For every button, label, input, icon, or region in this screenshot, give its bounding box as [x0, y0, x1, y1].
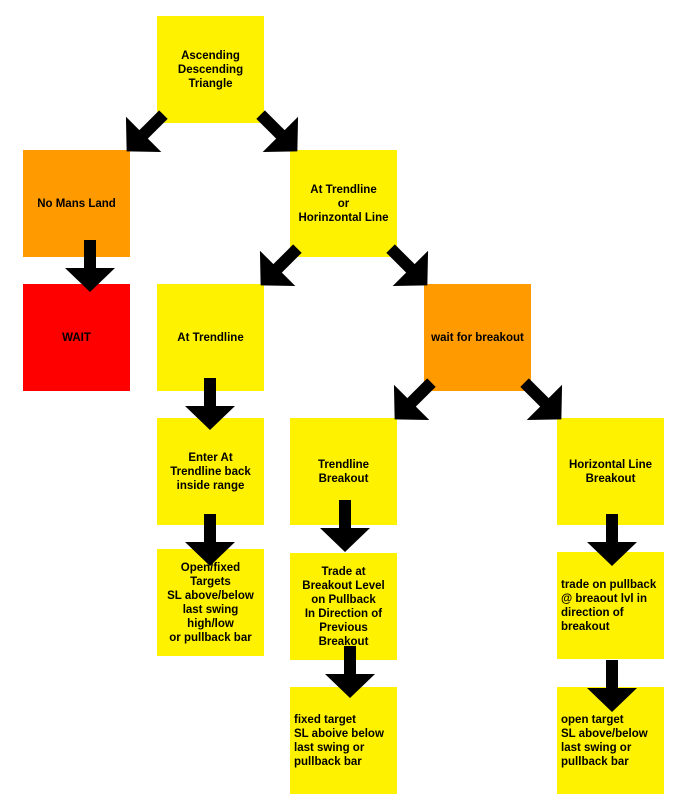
- node-wait-for-breakout: wait for breakout: [424, 284, 531, 391]
- node-wait: WAIT: [23, 284, 130, 391]
- node-label: No Mans Land: [37, 197, 116, 210]
- arrow-icon: [372, 230, 446, 304]
- node-no-mans-land: No Mans Land: [23, 150, 130, 257]
- arrow-icon: [65, 240, 115, 292]
- node-label: Open/fixed Targets SL above/below last s…: [167, 561, 254, 644]
- node-label: Horizontal Line Breakout: [568, 458, 653, 485]
- arrow-icon: [185, 378, 235, 430]
- node-label: At Trendline or Horinzontal Line: [298, 183, 389, 224]
- node-horizontal-line-breakout: Horizontal Line Breakout: [557, 418, 664, 525]
- node-label: open target SL above/below last swing or…: [561, 713, 648, 768]
- arrow-icon: [506, 364, 580, 438]
- node-label: WAIT: [62, 331, 91, 344]
- arrow-icon: [587, 660, 637, 712]
- arrow-icon: [325, 646, 375, 698]
- arrow-icon: [185, 514, 235, 566]
- node-label: trade on pullback @ breaout lvl in direc…: [561, 578, 657, 633]
- arrow-icon: [376, 364, 450, 438]
- node-at-trendline: At Trendline: [157, 284, 264, 391]
- node-open-fixed-targets: Open/fixed Targets SL above/below last s…: [157, 549, 264, 656]
- node-trade-on-pullback: trade on pullback @ breaout lvl in direc…: [557, 552, 664, 659]
- node-label: Trade at Breakout Level on Pullback In D…: [302, 565, 385, 648]
- arrow-icon: [587, 514, 637, 566]
- node-label: At Trendline: [177, 331, 244, 344]
- node-label: Ascending Descending Triangle: [177, 49, 244, 90]
- arrow-icon: [242, 96, 316, 170]
- node-label: wait for breakout: [431, 331, 524, 344]
- node-label: Enter At Trendline back inside range: [170, 451, 251, 492]
- node-enter-at-trendline: Enter At Trendline back inside range: [157, 418, 264, 525]
- arrow-icon: [242, 230, 316, 304]
- arrow-icon: [320, 500, 370, 552]
- node-trade-at-breakout-level: Trade at Breakout Level on Pullback In D…: [290, 553, 397, 660]
- node-at-trendline-or-horizontal-line: At Trendline or Horinzontal Line: [290, 150, 397, 257]
- node-label: Trendline Breakout: [317, 458, 370, 485]
- node-fixed-target: fixed target SL aboive below last swing …: [290, 687, 397, 794]
- node-label: fixed target SL aboive below last swing …: [294, 713, 384, 768]
- node-ascending-descending-triangle: Ascending Descending Triangle: [157, 16, 264, 123]
- arrow-icon: [108, 96, 182, 170]
